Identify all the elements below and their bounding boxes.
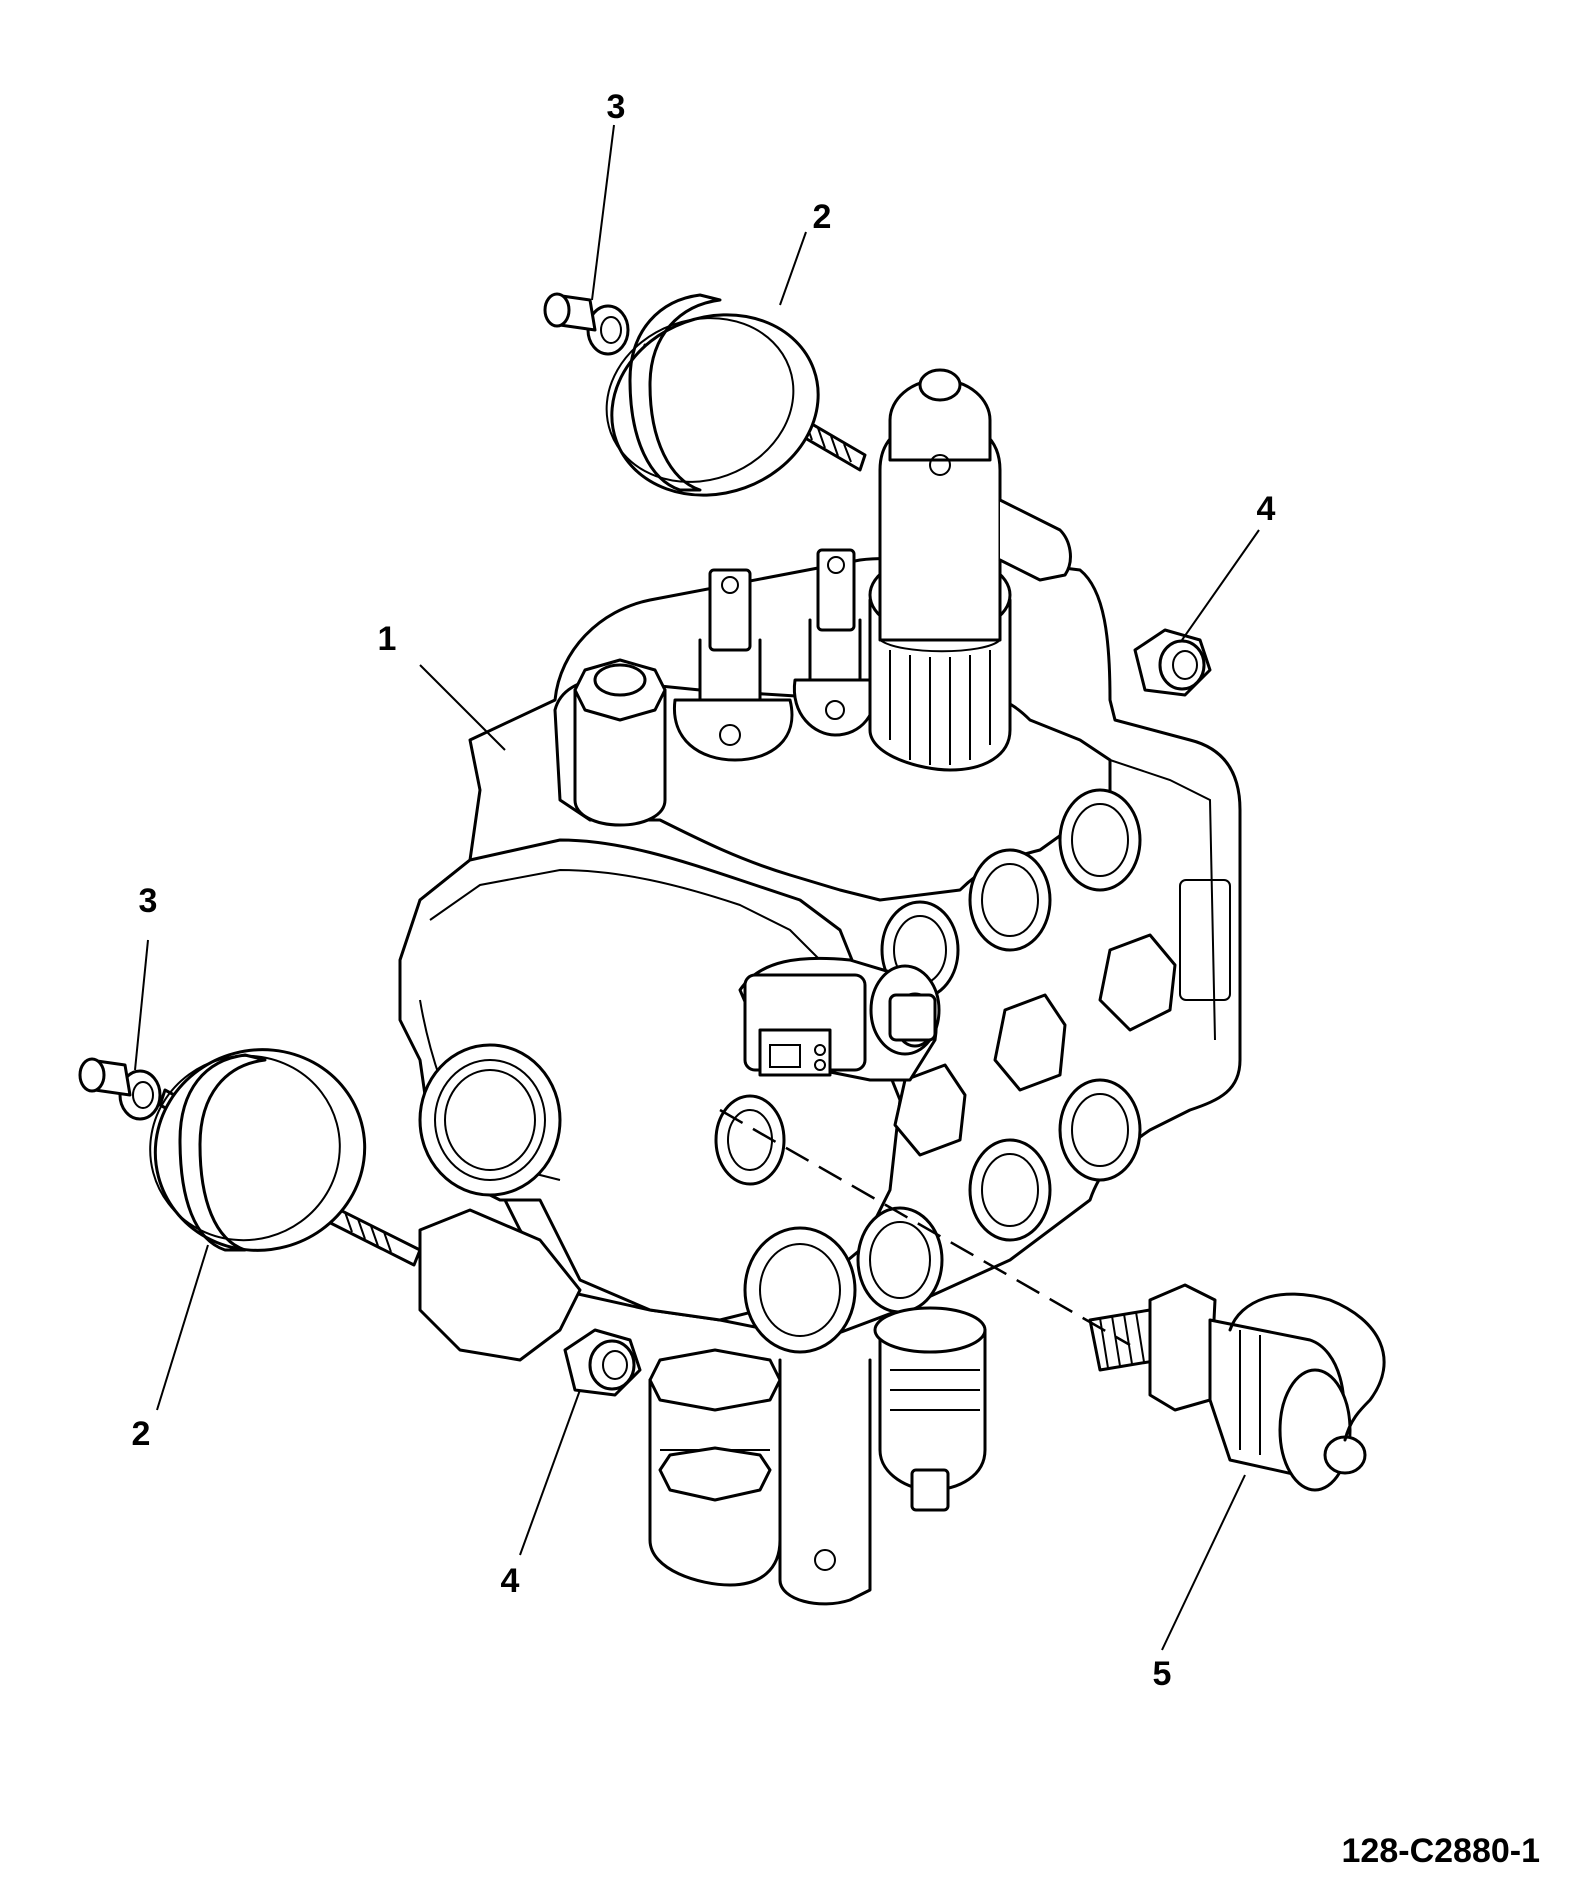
spacer-top xyxy=(543,292,597,332)
flange-nut-right xyxy=(1133,628,1212,697)
relief-valve-cap-left xyxy=(573,658,667,827)
rubber-mount-left xyxy=(149,1048,367,1252)
figure-id: 128-C2880-1 xyxy=(1342,1832,1540,1870)
assembly-axis-coupling xyxy=(719,1108,1131,1347)
relief-valve-housing-top xyxy=(878,368,1072,642)
spacer-left xyxy=(78,1057,132,1097)
solenoid-unit xyxy=(738,956,941,1082)
callout-2-top: 2 xyxy=(813,198,832,236)
callout-5: 5 xyxy=(1153,1655,1172,1693)
quick-coupling xyxy=(1088,1283,1386,1492)
callout-1: 1 xyxy=(378,620,397,658)
callout-2-bottom: 2 xyxy=(132,1415,151,1453)
spool-clevis-left xyxy=(672,568,794,762)
leader-lines xyxy=(134,124,1260,1651)
rubber-mount-top xyxy=(605,293,820,497)
valve-ports-side xyxy=(714,788,1142,1354)
flange-nut-bottom xyxy=(563,1328,642,1397)
hex-plugs xyxy=(893,933,1177,1157)
lower-spool-housing xyxy=(778,1358,872,1606)
callout-4-bottom: 4 xyxy=(501,1562,520,1600)
callout-4-right: 4 xyxy=(1257,490,1276,528)
callout-3-left: 3 xyxy=(139,882,158,920)
callout-3-top: 3 xyxy=(607,88,626,126)
lower-relief-cartridge-right xyxy=(873,1306,987,1512)
lower-relief-cartridge-left xyxy=(648,1348,782,1587)
valve-port-front xyxy=(418,1043,562,1197)
